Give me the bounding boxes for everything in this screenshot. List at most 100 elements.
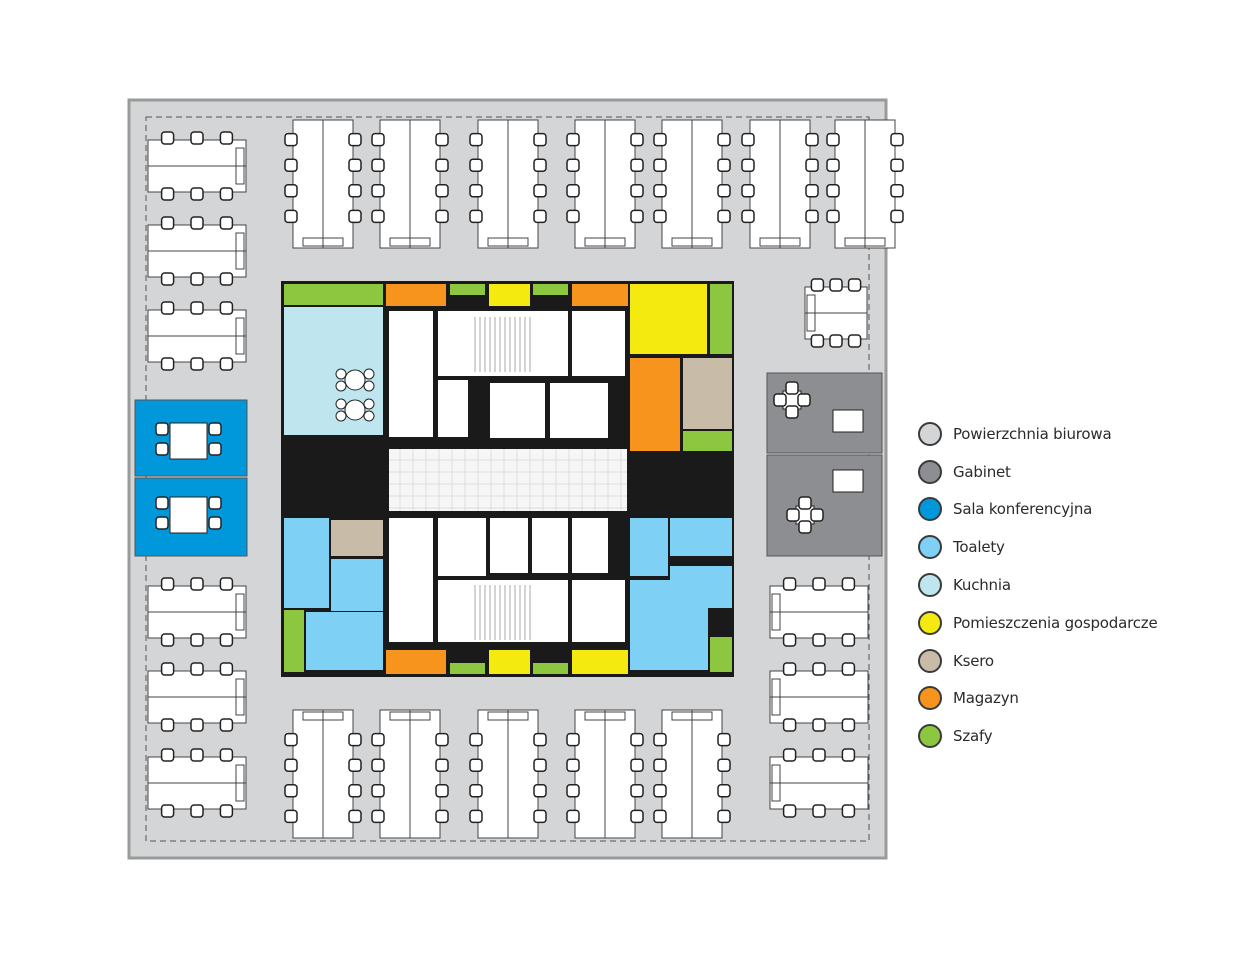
cabinet bbox=[584, 237, 626, 247]
elevator bbox=[550, 383, 608, 438]
cabinet bbox=[584, 711, 626, 721]
chair-icon bbox=[160, 216, 175, 230]
legend-item: Powierzchnia biurowa bbox=[918, 415, 1157, 453]
chair-icon bbox=[841, 718, 856, 732]
elevator bbox=[490, 518, 528, 573]
chair-icon bbox=[219, 216, 234, 230]
chair-icon bbox=[208, 516, 222, 530]
chair-icon bbox=[717, 732, 731, 747]
chair-icon bbox=[566, 809, 580, 824]
chair-icon bbox=[160, 272, 175, 286]
legend-label: Magazyn bbox=[953, 689, 1019, 708]
chair-icon bbox=[812, 662, 826, 676]
cabinet bbox=[302, 237, 344, 247]
cabinet bbox=[771, 593, 781, 631]
legend-item: Pomieszczenia gospodarcze bbox=[918, 604, 1158, 642]
chair-icon bbox=[435, 158, 449, 172]
chair-icon bbox=[566, 732, 580, 747]
wardrobe-room bbox=[533, 284, 568, 295]
shaft bbox=[438, 518, 486, 576]
chair-icon bbox=[284, 184, 298, 198]
chair-icon bbox=[826, 132, 840, 147]
chair-icon bbox=[890, 209, 904, 224]
chair-icon bbox=[805, 158, 819, 172]
chair-icon bbox=[469, 209, 483, 224]
chair-icon bbox=[435, 809, 449, 824]
legend-label: Kuchnia bbox=[953, 576, 1011, 595]
chair-icon bbox=[284, 132, 298, 147]
legend-item: Ksero bbox=[918, 642, 1157, 680]
chair-icon bbox=[826, 184, 840, 198]
chair-icon bbox=[190, 131, 204, 145]
storage-room bbox=[386, 284, 446, 306]
chair-icon bbox=[782, 662, 797, 676]
chair-icon bbox=[810, 334, 825, 348]
chair-icon bbox=[630, 132, 644, 147]
chair-icon bbox=[219, 357, 234, 371]
chair-icon bbox=[371, 209, 385, 224]
cabinet bbox=[759, 237, 801, 247]
chair-icon bbox=[284, 732, 298, 747]
wardrobe-room bbox=[533, 663, 568, 674]
chair-icon bbox=[371, 184, 385, 198]
chair-icon bbox=[533, 184, 547, 198]
chair-icon bbox=[160, 718, 175, 732]
utility-room bbox=[630, 284, 707, 354]
chair-icon bbox=[782, 748, 797, 762]
chair-icon bbox=[717, 184, 731, 198]
legend-swatch bbox=[918, 421, 942, 446]
toilet-room bbox=[670, 518, 732, 556]
chair-icon bbox=[348, 732, 362, 747]
chair-icon bbox=[155, 496, 169, 510]
chair-icon bbox=[219, 633, 234, 647]
chair-icon bbox=[371, 732, 385, 747]
chair-icon bbox=[160, 662, 175, 676]
toilet-room bbox=[331, 559, 383, 611]
chair-icon bbox=[190, 187, 204, 201]
chair-icon bbox=[160, 187, 175, 201]
chair-icon bbox=[335, 380, 347, 392]
chair-icon bbox=[190, 718, 204, 732]
chair-icon bbox=[566, 784, 580, 798]
legend-label: Sala konferencyjna bbox=[953, 500, 1093, 519]
chair-icon bbox=[435, 758, 449, 772]
chair-icon bbox=[435, 732, 449, 747]
chair-icon bbox=[335, 410, 347, 422]
storage-room bbox=[572, 284, 628, 306]
utility-room bbox=[489, 284, 530, 306]
chair-icon bbox=[841, 662, 856, 676]
chair-icon bbox=[160, 301, 175, 315]
chair-icon bbox=[829, 334, 843, 348]
chair-icon bbox=[798, 496, 812, 510]
conference-table bbox=[169, 496, 208, 534]
legend-swatch bbox=[918, 497, 942, 522]
legend-item: Gabinet bbox=[918, 453, 1157, 491]
chair-icon bbox=[208, 442, 222, 456]
chair-icon bbox=[653, 732, 667, 747]
legend-label: Pomieszczenia gospodarcze bbox=[953, 613, 1158, 632]
chair-icon bbox=[219, 662, 234, 676]
chair-icon bbox=[717, 158, 731, 172]
storage-room bbox=[630, 358, 680, 451]
chair-icon bbox=[219, 577, 234, 591]
conference-table bbox=[169, 422, 208, 460]
chair-icon bbox=[533, 209, 547, 224]
chair-icon bbox=[190, 748, 204, 762]
chair-icon bbox=[829, 278, 843, 292]
chair-icon bbox=[717, 209, 731, 224]
chair-icon bbox=[630, 809, 644, 824]
copy-room bbox=[331, 520, 383, 556]
cabinet bbox=[671, 237, 713, 247]
chair-icon bbox=[190, 633, 204, 647]
legend-swatch bbox=[918, 535, 942, 560]
chair-icon bbox=[741, 158, 755, 172]
office-desk bbox=[832, 469, 864, 493]
chair-icon bbox=[810, 508, 824, 522]
chair-icon bbox=[348, 184, 362, 198]
chair-icon bbox=[219, 718, 234, 732]
legend-label: Ksero bbox=[953, 651, 994, 670]
chair-icon bbox=[469, 758, 483, 772]
toilet-room bbox=[630, 518, 668, 576]
chair-icon bbox=[363, 410, 375, 422]
